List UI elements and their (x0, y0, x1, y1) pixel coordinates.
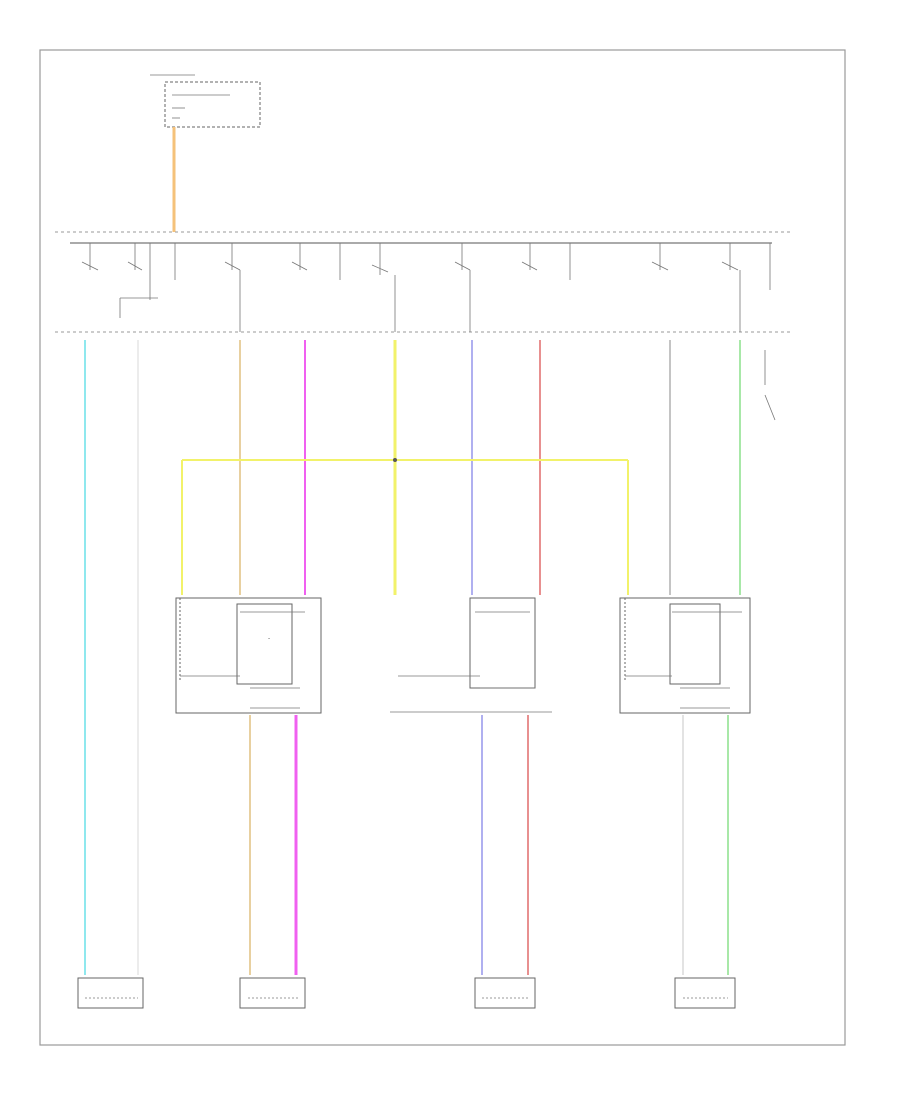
switch-blade (81, 261, 99, 271)
colored-wires (84, 340, 741, 975)
relay-1-center: • (268, 637, 270, 641)
switch-risers (239, 270, 741, 332)
relay-2 (390, 597, 552, 713)
motor-4 (674, 977, 736, 1009)
front-blade (764, 394, 776, 421)
motor-2 (239, 977, 306, 1009)
switch-blade (224, 261, 241, 271)
relay-3-inner (669, 603, 721, 685)
switch-blade (721, 261, 739, 271)
motor-4-outline (674, 977, 736, 1009)
splice-dot (393, 458, 397, 462)
motor-3-outline (474, 977, 536, 1009)
motor-1-outline (77, 977, 144, 1009)
relay-1-outline (175, 597, 322, 714)
switch-blade (454, 261, 471, 271)
switch-blade (651, 261, 669, 271)
relay-3 (619, 597, 751, 714)
switch-blade (521, 261, 538, 271)
relay-2-outline (469, 597, 536, 689)
switch-blade (371, 264, 389, 273)
motor-2-outline (239, 977, 306, 1009)
bus-switches (81, 243, 771, 318)
diagram-frame (39, 49, 846, 1046)
motor-3 (474, 977, 536, 1009)
top-fuse-block (150, 74, 261, 128)
motor-1 (77, 977, 144, 1009)
relay-1-inner (236, 603, 293, 685)
front-note (764, 350, 776, 421)
relay-1: • (175, 597, 322, 714)
relay-3-outline (619, 597, 751, 714)
switch-blade (127, 261, 143, 271)
fuse-box (164, 81, 261, 128)
switch-blade (291, 261, 308, 271)
